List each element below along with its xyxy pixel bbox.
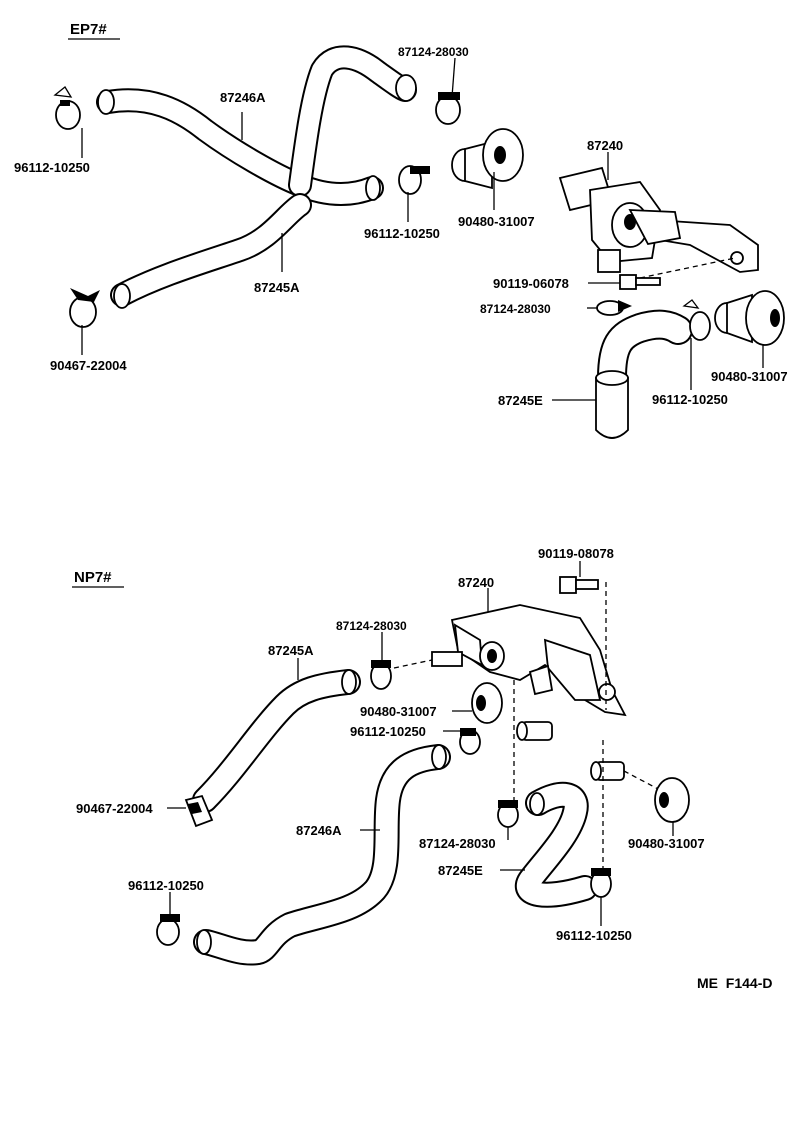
label-87245a: 87245A [254, 280, 300, 295]
figure-code: ME F144-D [697, 975, 772, 991]
label-87124-top: 87124-28030 [398, 45, 469, 59]
label-87240: 87240 [587, 138, 623, 153]
label-90467: 90467-22004 [50, 358, 127, 373]
label-87124-mid: 87124-28030 [480, 302, 551, 316]
section-title-np7: NP7# [74, 569, 112, 586]
section-title-ep7: EP7# [70, 21, 107, 38]
leader-dash [393, 659, 433, 669]
label-87245e: 87245E [498, 393, 543, 408]
section-np7: NP7# [72, 546, 705, 966]
valve-87240 [558, 166, 759, 273]
clamp-96112-left-np7 [156, 914, 180, 946]
label-90119: 90119-06078 [493, 276, 569, 291]
leader [451, 57, 456, 98]
clamp-96112-center-np7 [459, 728, 481, 755]
grommet-90480-left-np7 [471, 682, 503, 724]
label-96112-left-np7: 96112-10250 [128, 878, 204, 893]
clip-87124-bottom-np7 [497, 800, 519, 828]
hose-87246a-np7 [193, 744, 451, 966]
clamp-96112-center [398, 165, 430, 195]
label-96112-left: 96112-10250 [14, 160, 90, 175]
label-87124-top-np7: 87124-28030 [336, 619, 407, 633]
label-96112-right: 96112-10250 [652, 392, 728, 407]
hose-87246a [96, 45, 417, 206]
label-90480-right-np7: 90480-31007 [628, 836, 705, 851]
clamp-96112-left [53, 86, 81, 130]
section-ep7: EP7# [14, 21, 788, 439]
label-90480-center: 90480-31007 [458, 214, 535, 229]
hose-87245e-np7 [515, 781, 598, 908]
label-96112-right-np7: 96112-10250 [556, 928, 632, 943]
label-90480-right: 90480-31007 [711, 369, 788, 384]
label-96112-center-np7: 96112-10250 [350, 724, 426, 739]
grommet-90480-center [451, 128, 524, 190]
leader-dash [623, 770, 661, 791]
label-87246a-np7: 87246A [296, 823, 342, 838]
bolt-90119-np7 [559, 576, 599, 594]
valve-87240-np7 [431, 604, 627, 717]
hose-87245a-np7 [192, 669, 361, 813]
label-87245a-np7: 87245A [268, 643, 314, 658]
bolt-90119 [619, 274, 661, 290]
hose-87245a [110, 193, 312, 309]
clip-87124-top [435, 92, 461, 125]
grommet-90480-right [714, 290, 785, 346]
label-87124-bottom-np7: 87124-28030 [419, 836, 496, 851]
clip-87124-mid [596, 300, 632, 316]
label-90467-np7: 90467-22004 [76, 801, 153, 816]
leader-bolt-ep7 [639, 257, 736, 279]
grommet-90480-right-np7 [654, 777, 690, 823]
hose-87245e [595, 309, 693, 439]
label-87246a: 87246A [220, 90, 266, 105]
pipe-stub-np7 [516, 721, 553, 741]
label-87240-np7: 87240 [458, 575, 494, 590]
clamp-96112-right [682, 299, 711, 341]
pipe-right-np7 [590, 761, 625, 781]
clamp-90467 [69, 288, 100, 328]
clamp-96112-right-np7 [590, 868, 612, 898]
label-96112-center: 96112-10250 [364, 226, 440, 241]
label-87245e-np7: 87245E [438, 863, 483, 878]
clip-87124-top-np7 [370, 660, 392, 690]
label-90480-left-np7: 90480-31007 [360, 704, 437, 719]
clip-90467-np7 [184, 794, 214, 828]
label-90119-np7: 90119-08078 [538, 546, 614, 561]
